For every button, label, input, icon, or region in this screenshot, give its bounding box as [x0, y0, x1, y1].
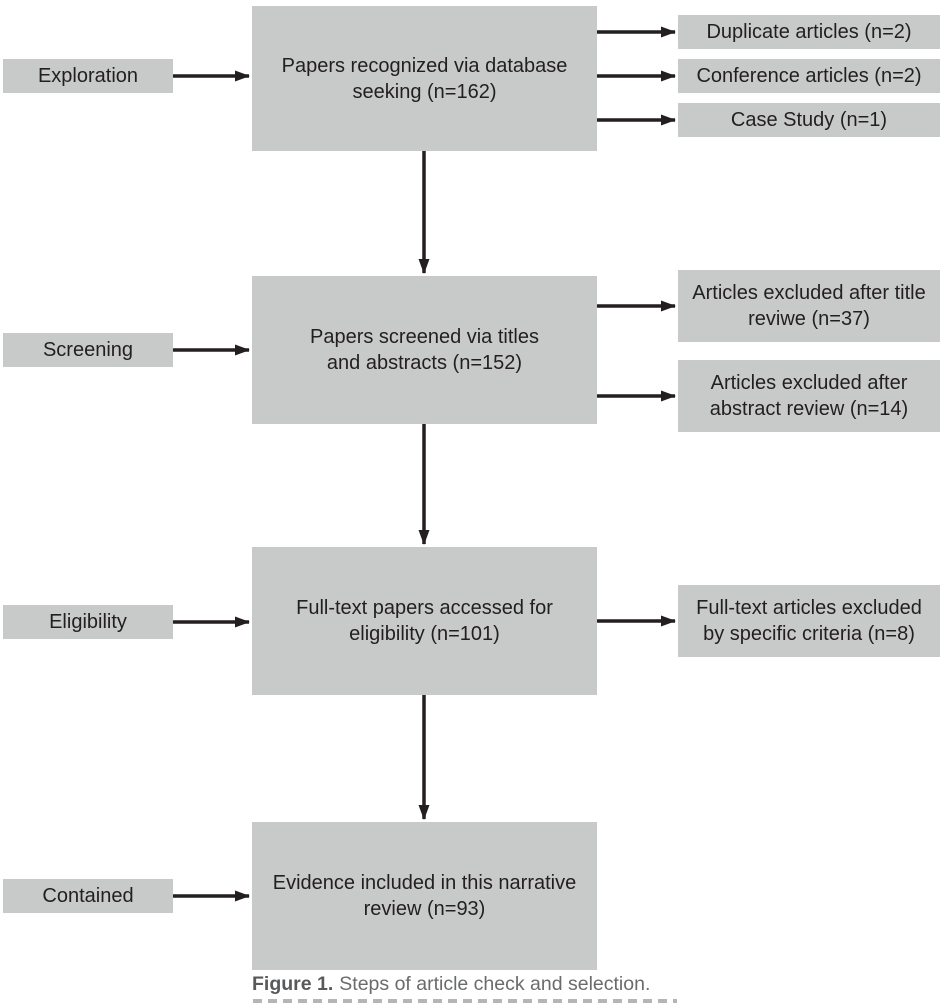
caption-second-line-clipped	[253, 999, 677, 1003]
exclusion-box-duplicate: Duplicate articles (n=2)	[678, 15, 940, 49]
main-box-screened: Papers screened via titles and abstracts…	[252, 276, 597, 424]
exclusion-box-conference: Conference articles (n=2)	[678, 59, 940, 93]
stage-label-contained: Contained	[3, 879, 173, 913]
main-box-fulltext-assessed: Full-text papers accessed for eligibilit…	[252, 547, 597, 695]
exclusion-box-abstract-review: Articles excluded after abstract review …	[678, 360, 940, 432]
stage-label-exploration: Exploration	[3, 59, 173, 93]
figure-caption-label: Figure 1.	[252, 973, 334, 995]
figure-caption: Figure 1.Steps of article check and sele…	[252, 972, 650, 996]
exclusion-box-title-review: Articles excluded after title reviwe (n=…	[678, 270, 940, 342]
stage-label-eligibility: Eligibility	[3, 605, 173, 639]
exclusion-box-fulltext-excluded: Full-text articles excluded by specific …	[678, 585, 940, 657]
main-box-database-seeking: Papers recognized via database seeking (…	[252, 6, 597, 151]
stage-label-screening: Screening	[3, 333, 173, 367]
exclusion-box-case-study: Case Study (n=1)	[678, 103, 940, 137]
main-box-evidence-included: Evidence included in this narrative revi…	[252, 822, 597, 970]
figure-caption-text: Steps of article check and selection.	[339, 973, 651, 995]
